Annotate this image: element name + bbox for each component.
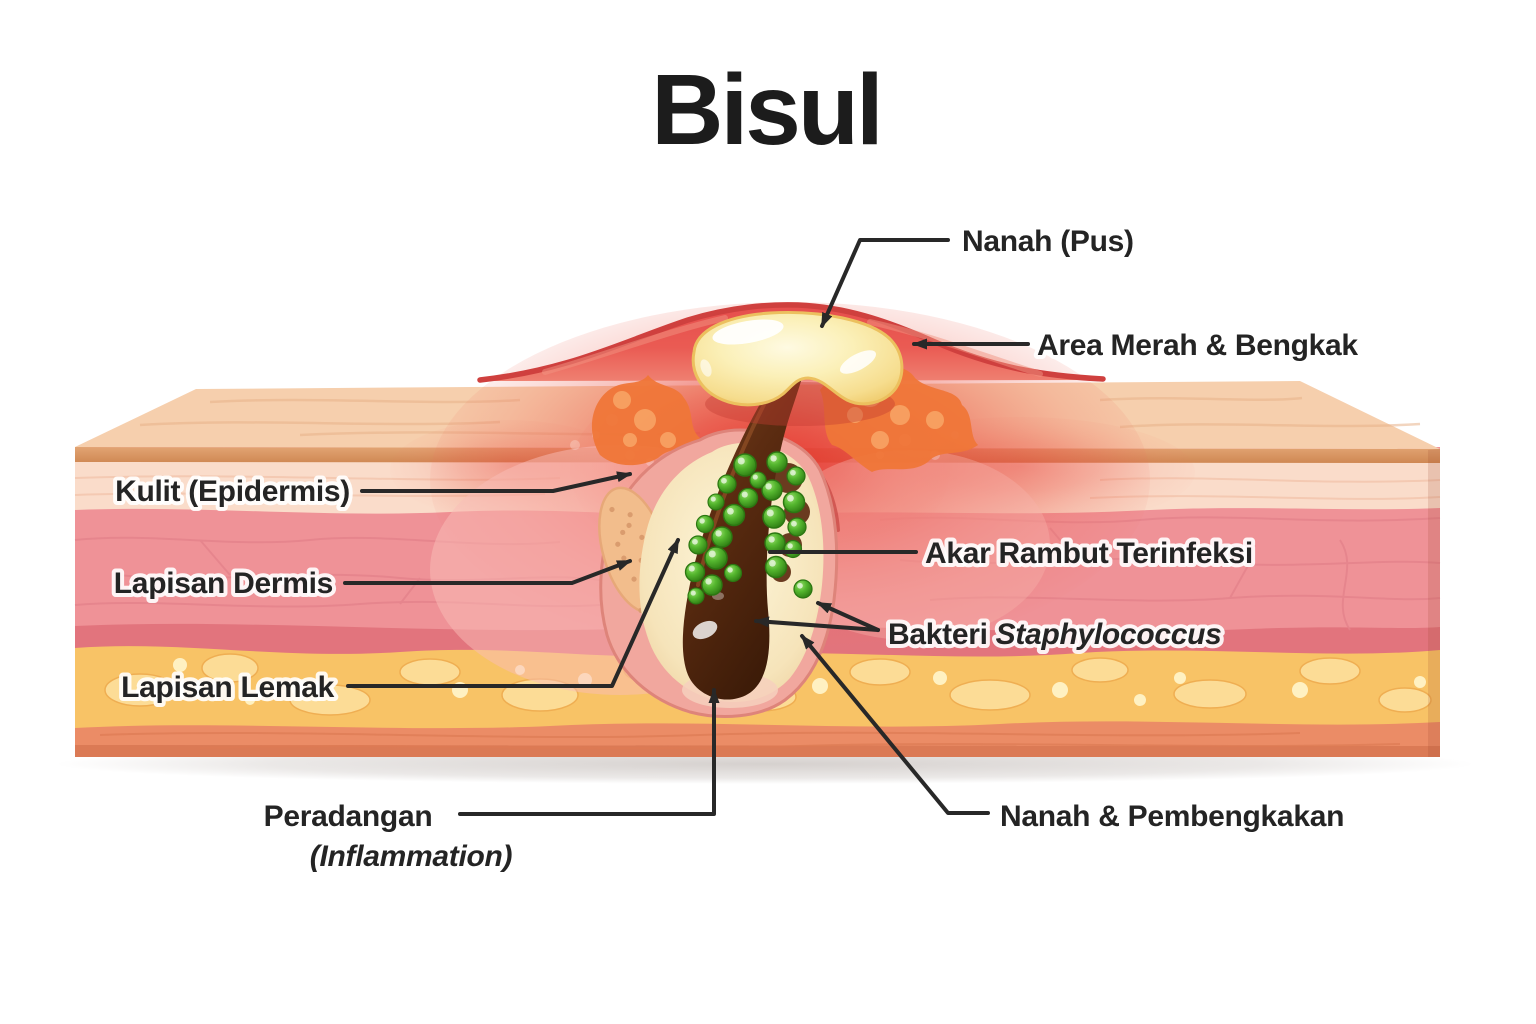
leader-nanah-pembengkakan [800,634,990,815]
hair-follicle [682,369,803,700]
label-kulit-epidermis: Kulit (Epidermis) [115,475,350,508]
pus-head [691,311,904,426]
leader-bakteri-b [754,616,880,632]
follicle-specular [692,620,718,640]
block-right-face [1428,449,1440,757]
follicle-complex [598,369,839,718]
block-bottom-edge [75,745,1440,757]
label-peradangan-sub: (Inflammation) [310,840,513,873]
bottom-layer-texture [99,731,1401,749]
leader-peradangan [458,688,720,816]
leader-bakteri-a [816,601,880,632]
label-bakteri-species: Staphylococcus [996,618,1222,651]
label-nanah-pus: Nanah (Pus) [962,225,1134,258]
leader-kulit [360,471,632,493]
pus-highlights [700,319,877,377]
lone-bacterium [793,579,813,599]
label-lapisan-dermis: Lapisan Dermis [114,567,333,600]
label-nanah-pembengkakan: Nanah & Pembengkakan [1000,800,1344,833]
label-akar-rambut: Akar Rambut Terinfeksi [925,537,1253,570]
label-bakteri: Bakteri Staphylococcus [888,618,1222,651]
page-title: Bisul [651,54,880,166]
leader-lemak [346,538,680,688]
leader-nanah-pus [820,238,950,328]
label-bakteri-prefix: Bakteri [888,618,996,651]
leader-lines [343,238,1030,816]
label-area-merah: Area Merah & Bengkak [1037,329,1358,362]
label-peradangan: Peradangan [264,800,433,833]
label-lapisan-lemak: Lapisan Lemak [121,671,334,704]
leader-dermis [343,559,632,585]
